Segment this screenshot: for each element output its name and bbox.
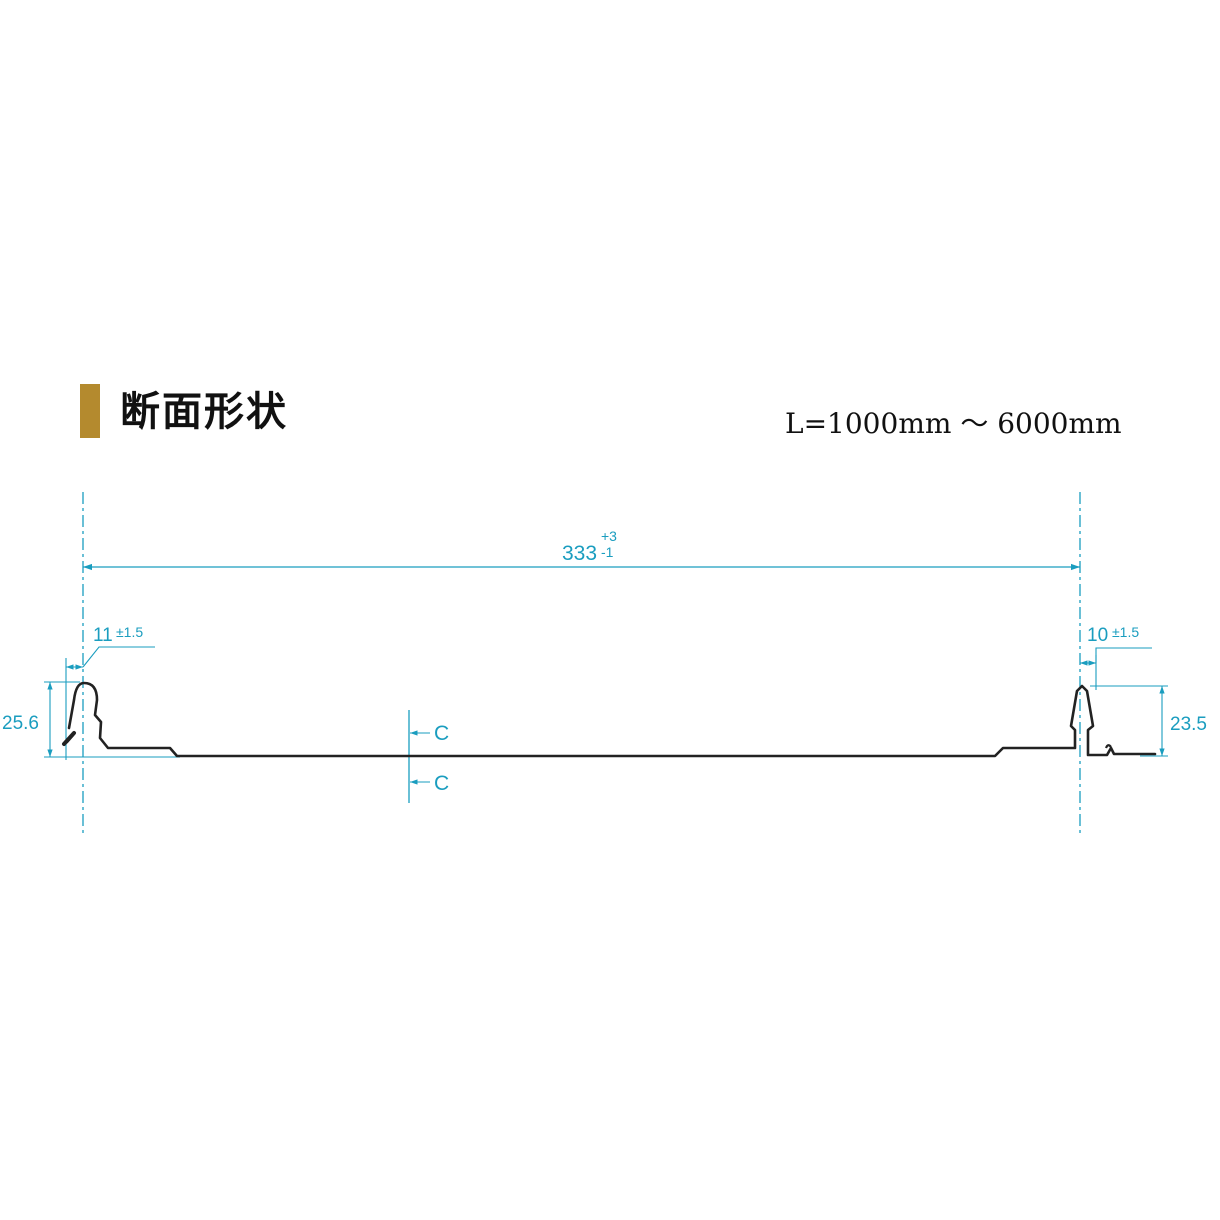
left-seam-value: 11: [93, 625, 113, 646]
right-hook-profile: [1104, 744, 1112, 749]
right-seam-leader: [1095, 647, 1152, 663]
left-height-value: 25.6: [2, 713, 39, 734]
section-mark-top: C: [434, 722, 449, 745]
right-seam-value: 10: [1087, 625, 1108, 646]
width-tol-plus: +3: [601, 528, 617, 544]
right-height-value: 23.5: [1170, 714, 1207, 735]
section-mark-bottom: C: [434, 772, 449, 795]
panel-profile: [65, 681, 1157, 758]
left-seam-leader: [82, 646, 155, 668]
width-tol-minus: -1: [601, 544, 614, 560]
section-title: 断面形状: [120, 389, 288, 435]
width-value: 333: [562, 542, 597, 565]
left-hook-profile: [62, 731, 76, 746]
left-seam-tol: ±1.5: [116, 624, 143, 640]
right-seam-tol: ±1.5: [1112, 624, 1139, 640]
length-range-label: L=1000mm ～ 6000mm: [785, 407, 1122, 440]
section-title-marker: [80, 384, 100, 438]
